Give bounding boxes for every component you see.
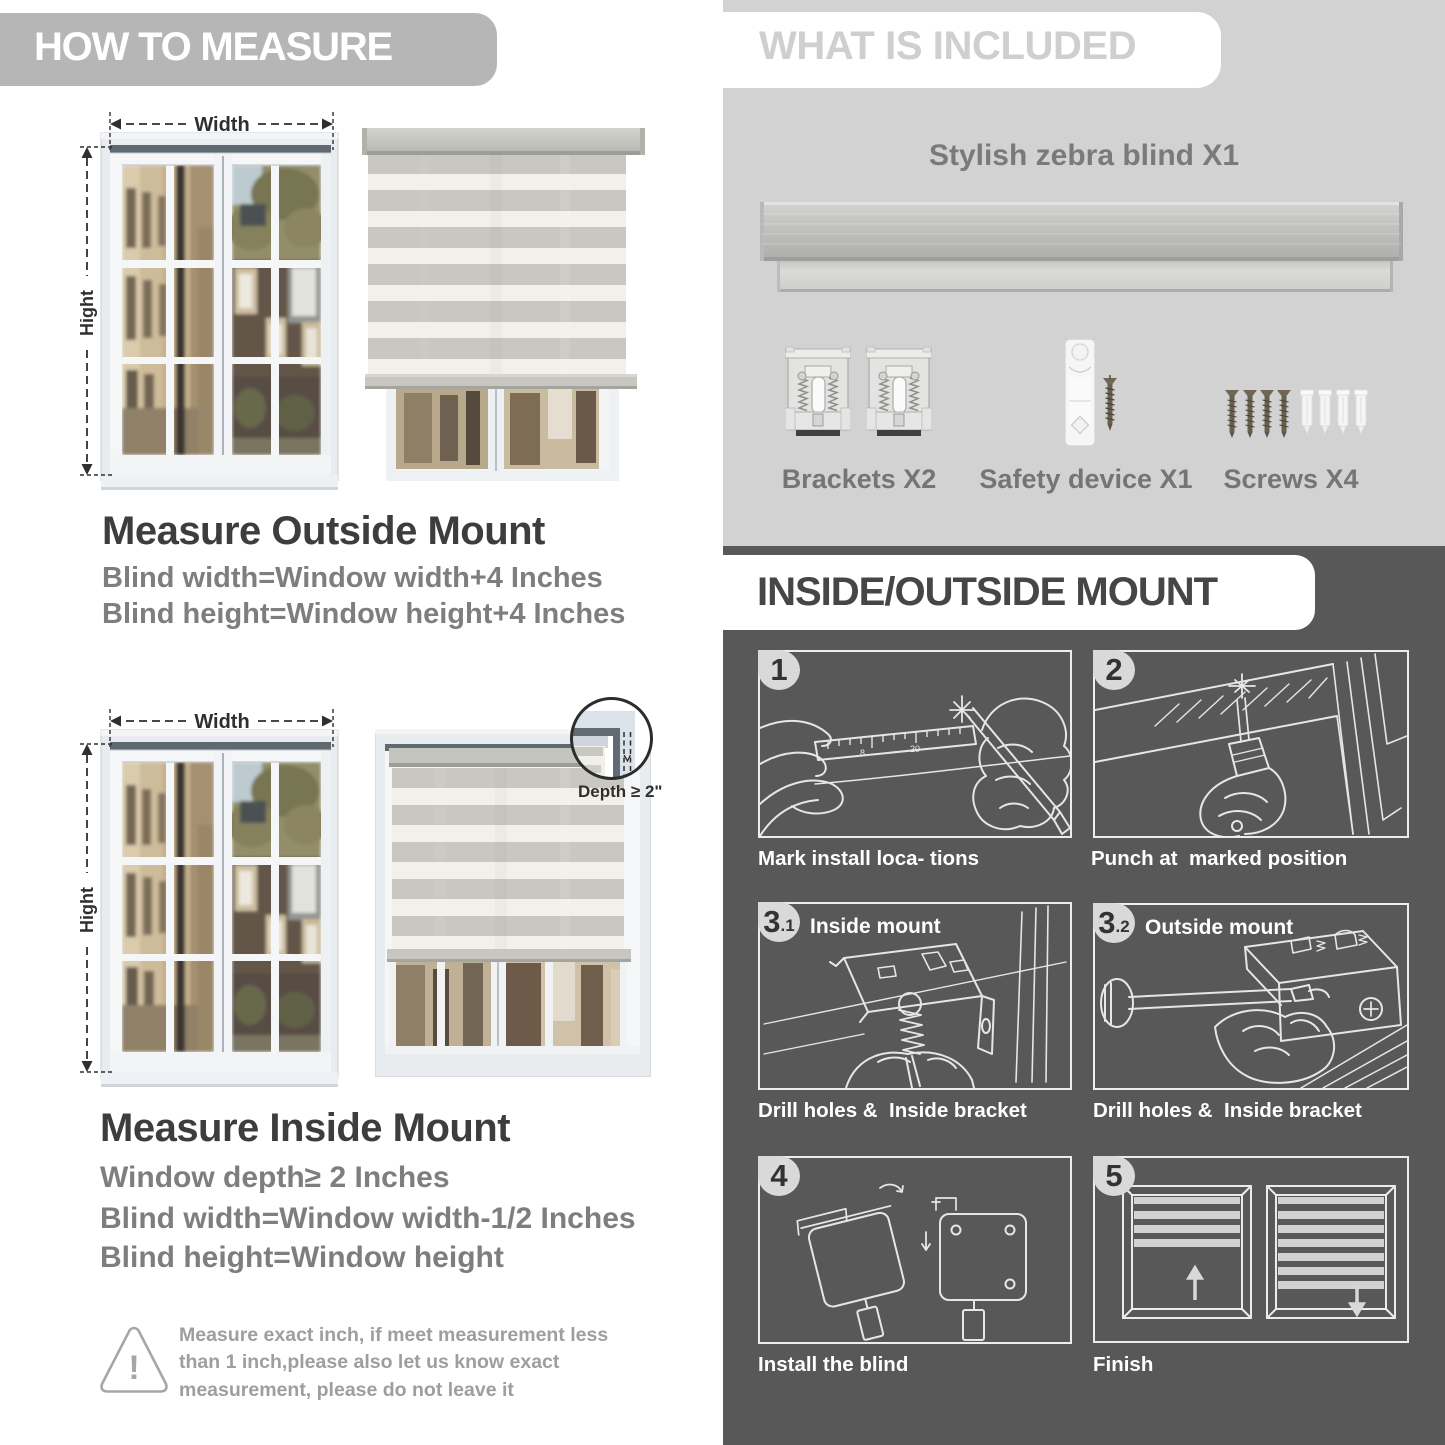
svg-text:Width: Width — [194, 711, 249, 733]
svg-text:20: 20 — [910, 744, 920, 754]
svg-text:!: ! — [128, 1349, 139, 1387]
svg-text:Hight: Hight — [80, 290, 97, 336]
svg-text:Hight: Hight — [80, 887, 97, 933]
svg-text:Width: Width — [194, 114, 249, 136]
svg-text:8: 8 — [860, 748, 865, 758]
